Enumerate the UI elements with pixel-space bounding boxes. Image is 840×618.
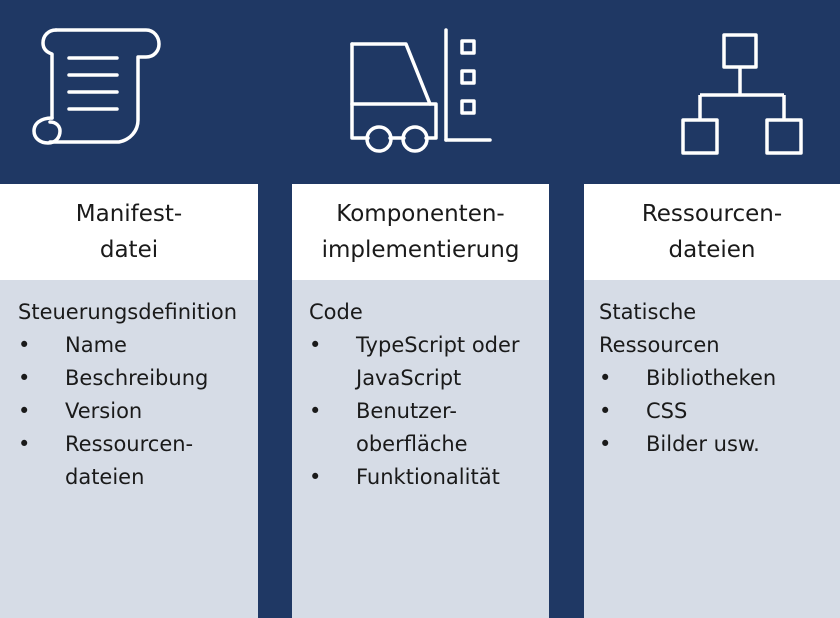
- column-title-line: datei: [99, 237, 159, 263]
- column-manifest: Manifest- datei Steuerungsdefinition Nam…: [0, 184, 258, 618]
- list-item: CSS: [599, 395, 840, 428]
- column-title-line: Manifest-: [75, 201, 183, 227]
- separator-bar-2: [549, 184, 584, 618]
- hierarchy-icon: [681, 33, 803, 155]
- column-title-line: dateien: [668, 237, 756, 263]
- column-resources: Ressourcen- dateien Statische Ressourcen…: [584, 184, 840, 618]
- column-details: Steuerungsdefinition Name Beschreibung V…: [0, 280, 258, 618]
- separator-bar-1: [258, 184, 292, 618]
- column-intro: Statische: [599, 300, 697, 324]
- list-item: Name: [18, 329, 258, 362]
- bullet-list: TypeScript oder JavaScript Benutzer- obe…: [309, 329, 549, 494]
- scroll-icon: [32, 28, 161, 145]
- list-item: Bibliotheken: [599, 362, 840, 395]
- list-item: Bilder usw.: [599, 428, 840, 461]
- column-component: Komponenten- implementierung Code TypeSc…: [292, 184, 549, 618]
- column-details: Code TypeScript oder JavaScript Benutzer…: [292, 280, 549, 618]
- list-item: Ressourcen- dateien: [18, 428, 258, 494]
- column-title-line: implementierung: [321, 237, 520, 263]
- column-title-line: Ressourcen-: [641, 201, 783, 227]
- column-details: Statische Ressourcen Bibliotheken CSS Bi…: [584, 280, 840, 618]
- column-title: Komponenten- implementierung: [292, 184, 549, 280]
- list-item: Version: [18, 395, 258, 428]
- list-item: Beschreibung: [18, 362, 258, 395]
- column-title: Manifest- datei: [0, 184, 258, 280]
- forklift-icon: [350, 28, 492, 153]
- column-title-line: Komponenten-: [336, 201, 505, 227]
- column-intro: Code: [309, 300, 363, 324]
- bullet-list: Bibliotheken CSS Bilder usw.: [599, 362, 840, 461]
- column-intro: Ressourcen: [599, 333, 720, 357]
- list-item: Benutzer- oberfläche: [309, 395, 549, 461]
- bullet-list: Name Beschreibung Version Ressourcen- da…: [18, 329, 258, 494]
- list-item: TypeScript oder JavaScript: [309, 329, 549, 395]
- column-title: Ressourcen- dateien: [584, 184, 840, 280]
- list-item: Funktionalität: [309, 461, 549, 494]
- column-intro: Steuerungsdefinition: [18, 300, 238, 324]
